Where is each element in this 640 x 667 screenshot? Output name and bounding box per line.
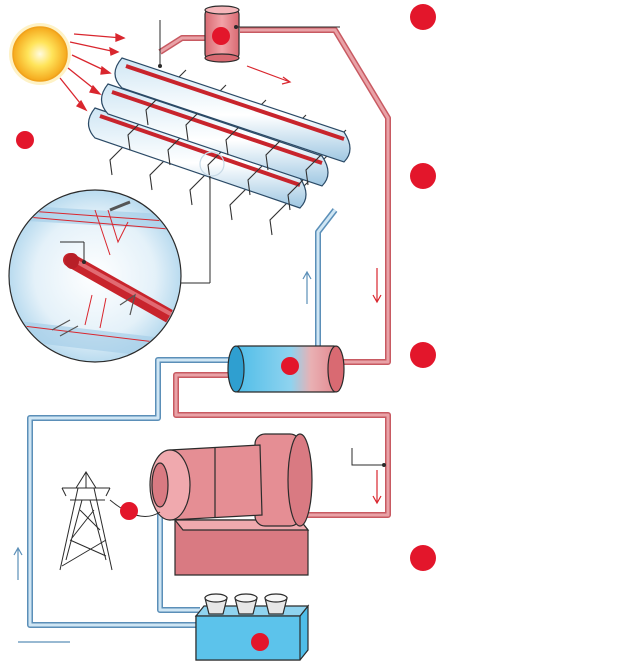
callout-marker-collectors [16, 131, 34, 149]
callout-marker-3 [410, 342, 436, 368]
steam-turbine-generator [149, 433, 313, 576]
trough-row-2 [100, 83, 329, 211]
receiver-detail-zoom [8, 151, 225, 363]
flow-arrows [13, 65, 382, 643]
cold-pipe-loop [27, 208, 338, 628]
callout-marker-cooling [251, 633, 269, 651]
callout-marker-tank [212, 27, 230, 45]
turbine-callout [351, 448, 386, 467]
callout-marker-exchanger [281, 357, 299, 375]
callout-marker-pylon [120, 502, 138, 520]
cooling-tower [194, 593, 310, 661]
callout-marker-2 [410, 163, 436, 189]
pylon-icon [59, 471, 161, 571]
sun-icon [9, 23, 71, 85]
trough-collectors [87, 20, 351, 236]
callout-marker-4 [410, 545, 436, 571]
trough-row-3 [114, 57, 351, 186]
hot-pipe-loop [158, 27, 391, 518]
callout-marker-1 [410, 4, 436, 30]
sun-rays [59, 32, 126, 112]
trough-row-1 [87, 107, 311, 236]
